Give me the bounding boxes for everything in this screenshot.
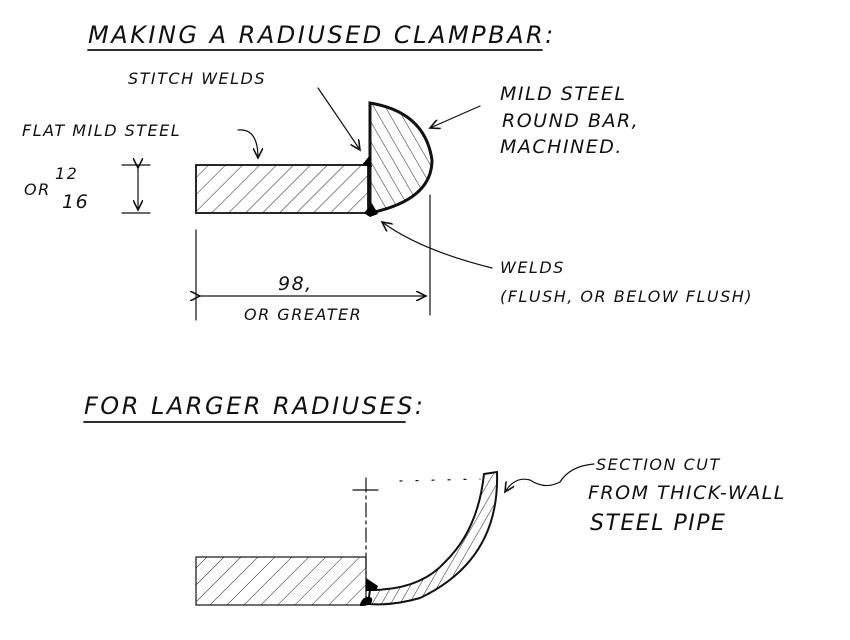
pipe-label-line1: SECTION CUT <box>596 455 721 474</box>
flat-bar <box>195 164 369 214</box>
center-line-horizontal <box>399 478 481 482</box>
round-bar-label-line3: MACHINED. <box>500 136 623 158</box>
length-dimension-value: 98, <box>278 273 313 295</box>
round-bar-label-line2: ROUND BAR, <box>502 110 639 132</box>
welds-label-line1: WELDS <box>500 258 565 277</box>
flat-bar-2 <box>195 556 367 606</box>
half-round-bar <box>368 101 434 215</box>
stitch-welds-label: STITCH WELDS <box>128 69 266 88</box>
section-1-title: MAKING A RADIUSED CLAMPBAR: <box>88 21 556 49</box>
pipe-arrow <box>505 463 595 492</box>
pipe-label-line2: FROM THICK-WALL <box>588 482 786 504</box>
welds-arrow <box>382 222 493 269</box>
thickness-option-b: 16 <box>62 191 89 213</box>
stitch-welds-arrow <box>317 87 360 150</box>
round-bar-arrow <box>430 105 481 128</box>
welds-label-line2: (FLUSH, OR BELOW FLUSH) <box>500 287 753 306</box>
flat-mild-steel-arrow <box>237 129 258 158</box>
flat-mild-steel-label: FLAT MILD STEEL <box>22 121 181 140</box>
weld-bottom <box>364 204 378 217</box>
length-dimension-note: OR GREATER <box>244 305 362 324</box>
section-2: FOR LARGER RADIUSES: SECTION CUT FROM TH… <box>83 392 786 606</box>
pipe-weld-top <box>366 578 378 591</box>
section-2-title: FOR LARGER RADIUSES: <box>84 392 425 420</box>
section-1: MAKING A RADIUSED CLAMPBAR: STITCH WELDS… <box>22 21 753 324</box>
pipe-weld-bottom <box>360 596 373 606</box>
pipe-section <box>366 470 499 606</box>
thickness-prefix: OR <box>24 180 51 199</box>
thickness-option-a: 12 <box>55 164 78 183</box>
pipe-label-line3: STEEL PIPE <box>590 511 726 536</box>
stitch-weld-top <box>362 155 372 167</box>
round-bar-label-line1: MILD STEEL <box>500 83 627 105</box>
